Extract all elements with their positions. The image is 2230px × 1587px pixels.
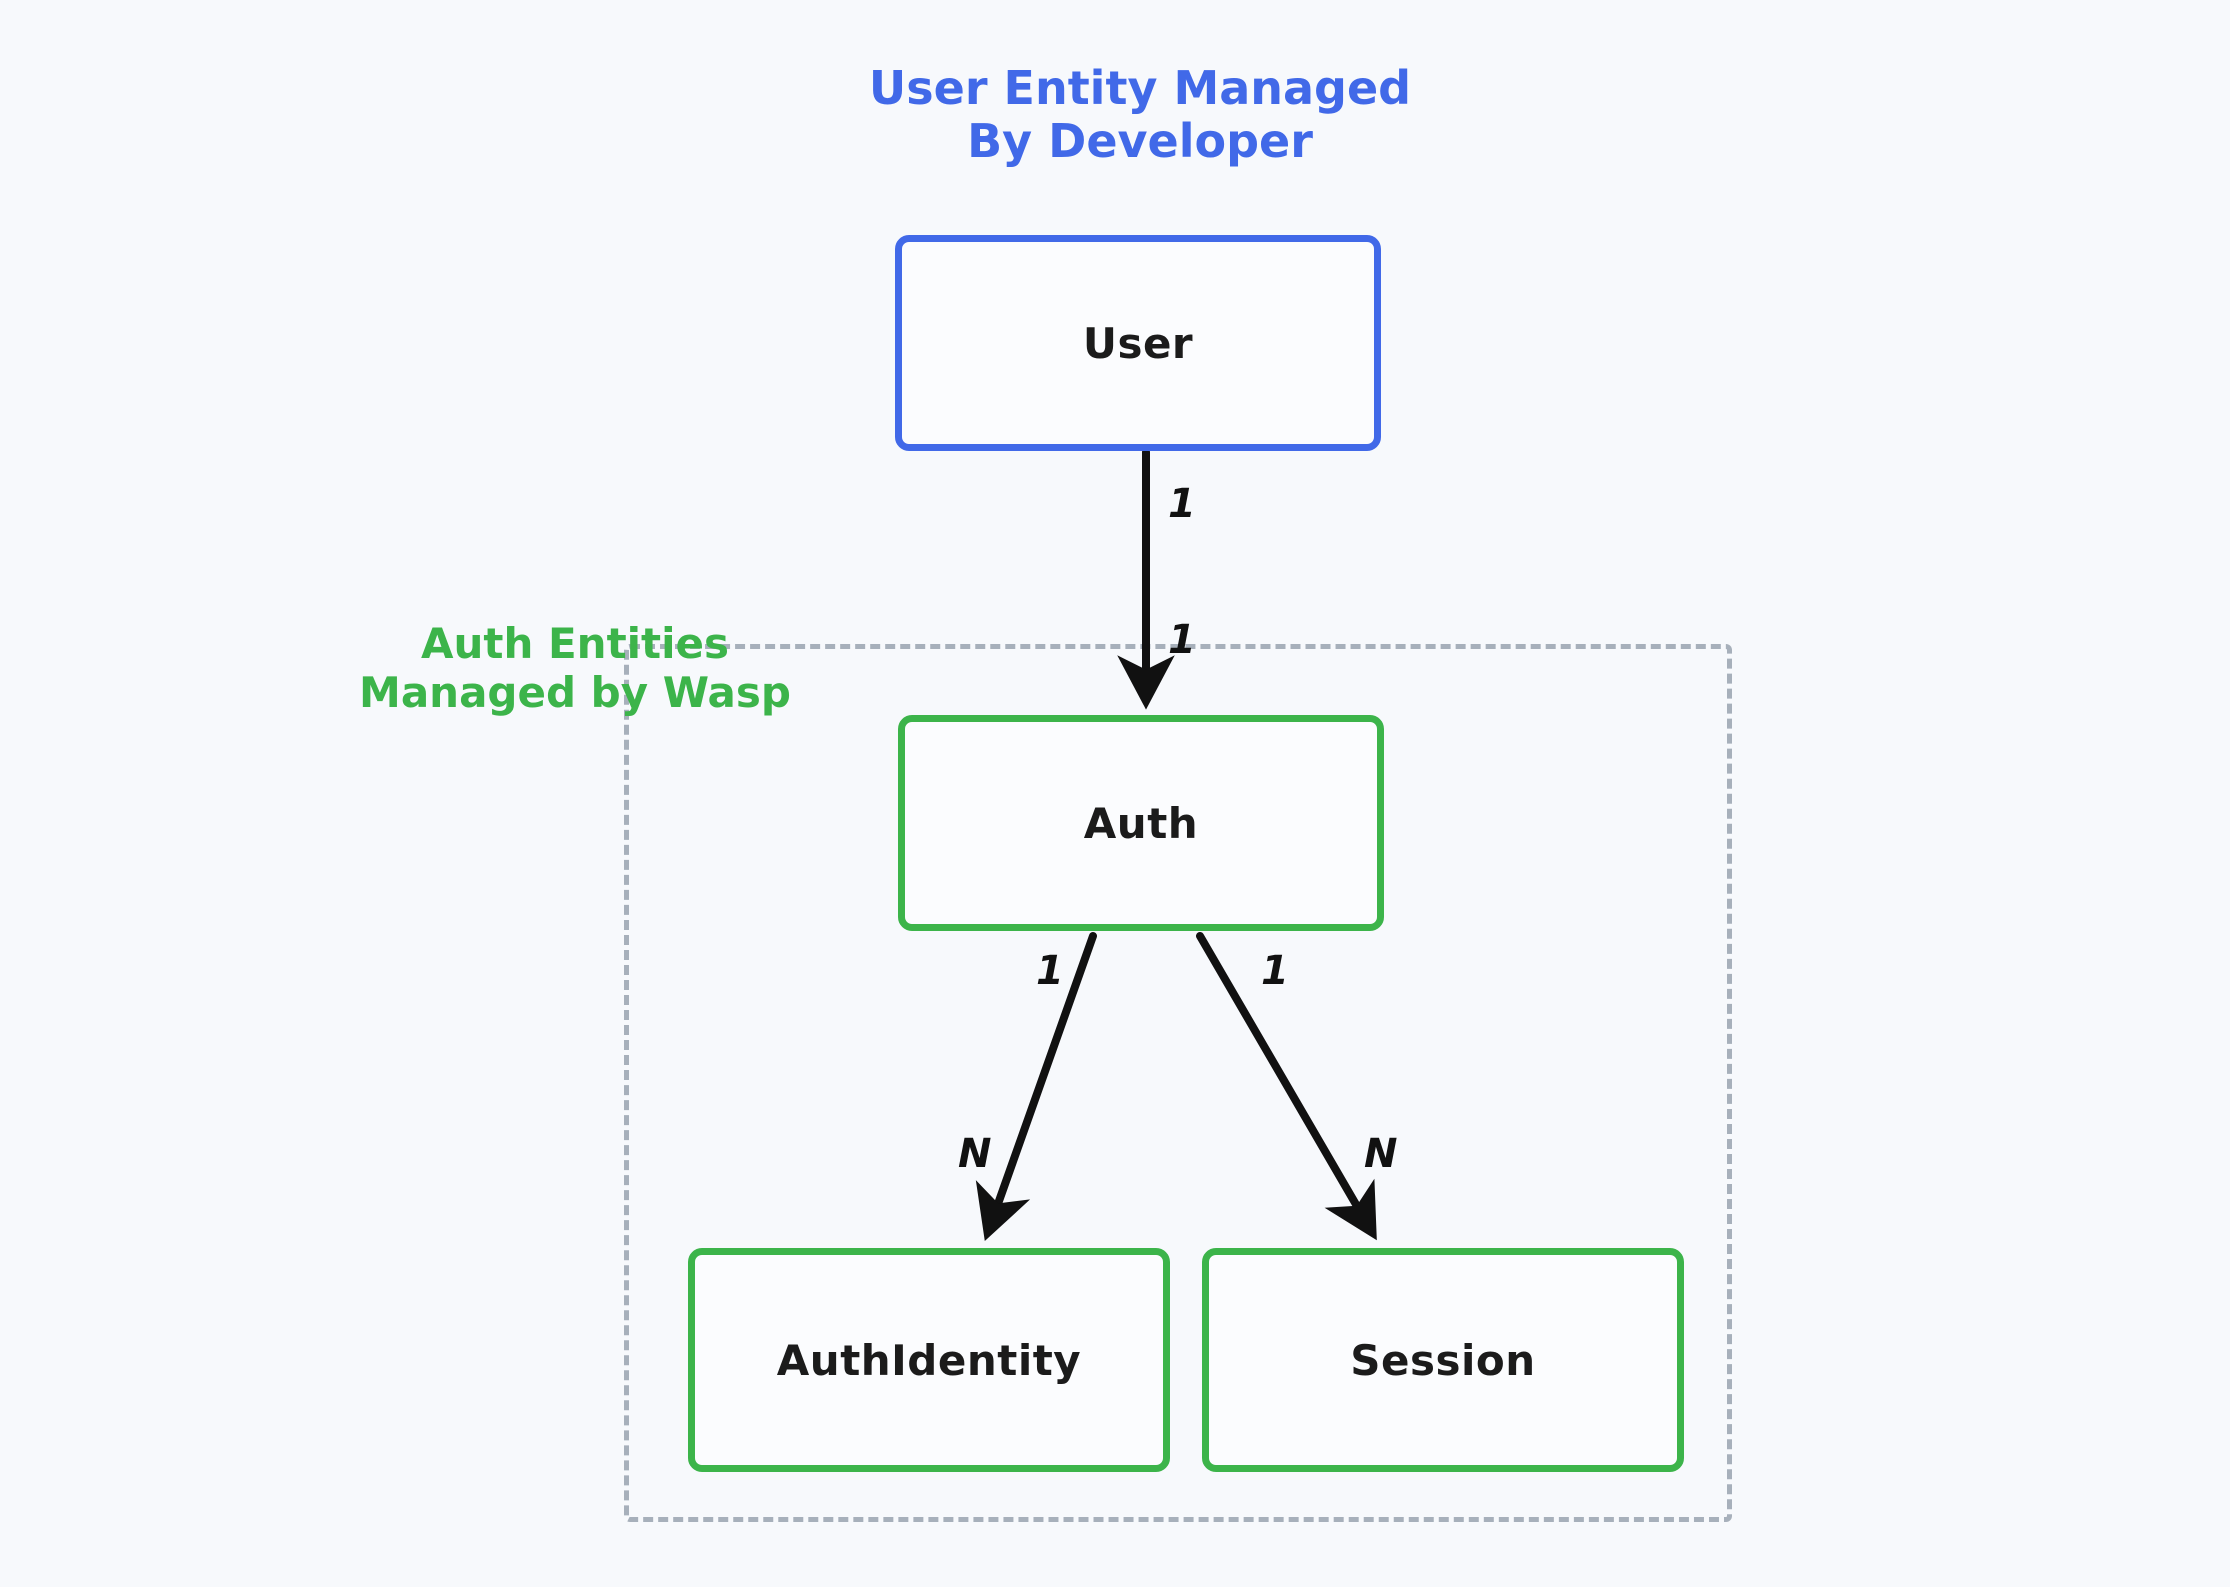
edge-label-auth-authidentity-source: 1: [1036, 948, 1064, 994]
node-authidentity[interactable]: AuthIdentity: [688, 1248, 1170, 1472]
edge-label-auth-session-source: 1: [1261, 948, 1289, 994]
group-auth-entities: [624, 644, 1732, 1522]
node-user-label: User: [1082, 318, 1194, 368]
node-auth-label: Auth: [1083, 798, 1199, 848]
edge-label-user-auth-target: 1: [1168, 617, 1196, 663]
node-user[interactable]: User: [895, 235, 1381, 451]
node-session-label: Session: [1350, 1335, 1536, 1385]
node-authidentity-label: AuthIdentity: [776, 1335, 1082, 1385]
title-auth-entities-managed-by-wasp: Auth Entities Managed by Wasp: [359, 619, 791, 717]
edge-label-auth-session-target: N: [1364, 1131, 1398, 1177]
node-session[interactable]: Session: [1202, 1248, 1684, 1472]
edge-label-user-auth-source: 1: [1168, 481, 1196, 527]
node-auth[interactable]: Auth: [898, 715, 1384, 931]
edge-label-auth-authidentity-target: N: [958, 1131, 992, 1177]
title-user-entity-managed-by-developer: User Entity Managed By Developer: [868, 61, 1412, 169]
